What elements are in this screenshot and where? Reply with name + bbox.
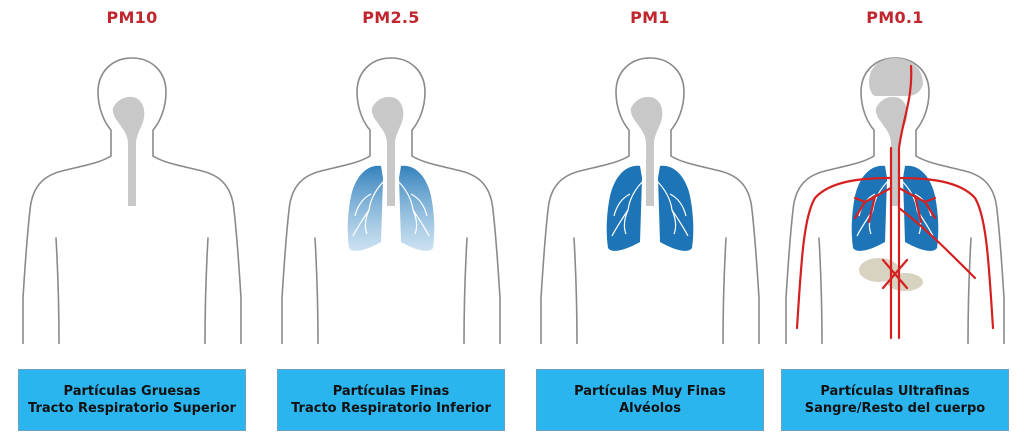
left-lung xyxy=(607,166,642,251)
caption-box: Partículas Muy Finas Alvéolos xyxy=(536,369,764,431)
caption-box: Partículas Finas Tracto Respiratorio Inf… xyxy=(277,369,505,431)
left-lung xyxy=(348,166,383,251)
caption-line-1: Partículas Ultrafinas xyxy=(820,383,969,400)
caption-line-2: Tracto Respiratorio Superior xyxy=(28,400,236,417)
right-lung xyxy=(399,166,434,251)
caption-line-1: Partículas Finas xyxy=(333,383,450,400)
right-lung xyxy=(658,166,693,251)
caption-line-2: Tracto Respiratorio Inferior xyxy=(291,400,491,417)
caption-box: Partículas Gruesas Tracto Respiratorio S… xyxy=(18,369,246,431)
lower-airway-illustration xyxy=(271,38,511,344)
panel-title: PM10 xyxy=(12,8,252,27)
panel-pm2-5: PM2.5 Partículas Finas Tracto Respirator… xyxy=(271,0,511,439)
panel-title: PM0.1 xyxy=(775,8,1015,27)
caption-box: Partículas Ultrafinas Sangre/Resto del c… xyxy=(781,369,1009,431)
panel-pm0-1: PM0.1 Partículas Ultrafinas Sangre/Resto… xyxy=(775,0,1015,439)
caption-line-2: Alvéolos xyxy=(619,400,681,417)
caption-line-2: Sangre/Resto del cuerpo xyxy=(805,400,985,417)
caption-line-1: Partículas Gruesas xyxy=(64,383,201,400)
panel-pm10: PM10 Partículas Gruesas Tracto Respirato… xyxy=(12,0,252,439)
bloodstream-illustration xyxy=(775,38,1015,344)
panel-title: PM1 xyxy=(530,8,770,27)
caption-line-1: Partículas Muy Finas xyxy=(574,383,726,400)
upper-airway-illustration xyxy=(12,38,252,344)
panel-title: PM2.5 xyxy=(271,8,511,27)
alveoli-illustration xyxy=(530,38,770,344)
panel-pm1: PM1 Partículas Muy Finas Alvéolos xyxy=(530,0,770,439)
airway-trachea xyxy=(113,97,145,206)
